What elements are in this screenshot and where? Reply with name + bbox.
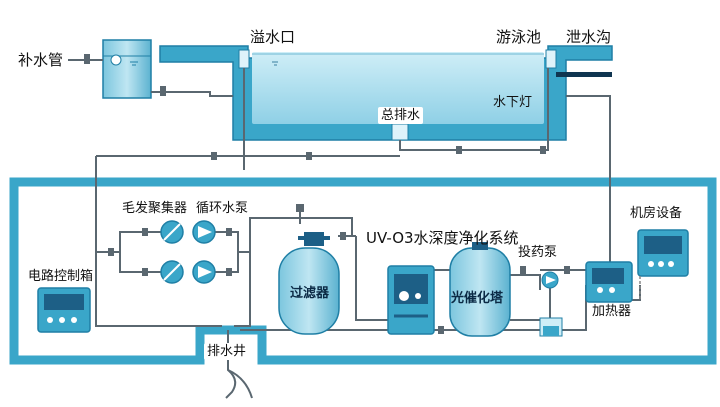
label-filter: 过滤器 (290, 286, 330, 301)
label-machine-room-equipment: 机房设备 (630, 206, 683, 221)
machine-room-panel (637, 229, 689, 300)
label-underwater-light: 水下灯 (493, 95, 533, 110)
overflow-box-right (545, 49, 557, 69)
circulation-pumps (192, 220, 216, 284)
label-drain-well: 排水井 (204, 343, 250, 360)
makeup-water-tank (102, 39, 152, 99)
uv-unit (387, 265, 435, 335)
swimming-pool-structure (159, 45, 613, 141)
dosing-pump-unit (539, 271, 563, 337)
valves (84, 54, 570, 334)
label-photocatalytic-tower: 光催化塔 (451, 291, 504, 306)
label-overflow-outlet: 溢水口 (250, 28, 296, 46)
hair-collectors (160, 220, 184, 284)
heater-unit (585, 261, 633, 303)
label-heater: 加热器 (592, 304, 632, 319)
label-dosing-pump: 投药泵 (518, 245, 558, 260)
label-swimming-pool: 游泳池 (496, 28, 542, 46)
label-circulation-pump: 循环水泵 (196, 201, 249, 216)
label-hair-collector: 毛发聚集器 (122, 201, 188, 216)
water-mark (272, 61, 278, 66)
circuit-control-box (37, 287, 91, 333)
main-drain-sump (391, 123, 409, 141)
label-makeup-pipe: 补水管 (18, 51, 64, 69)
sand-filter (278, 232, 340, 335)
label-drain-ditch: 泄水沟 (566, 28, 612, 46)
label-circuit-control-box: 电路控制箱 (28, 269, 94, 284)
overflow-box-left (238, 49, 250, 69)
pool-water (252, 52, 544, 124)
photocatalytic-tower (449, 242, 511, 337)
underwater-light (556, 72, 612, 77)
label-main-drain: 总排水 (378, 107, 424, 124)
label-uv-o3-system: UV-O3水深度净化系统 (366, 229, 519, 247)
